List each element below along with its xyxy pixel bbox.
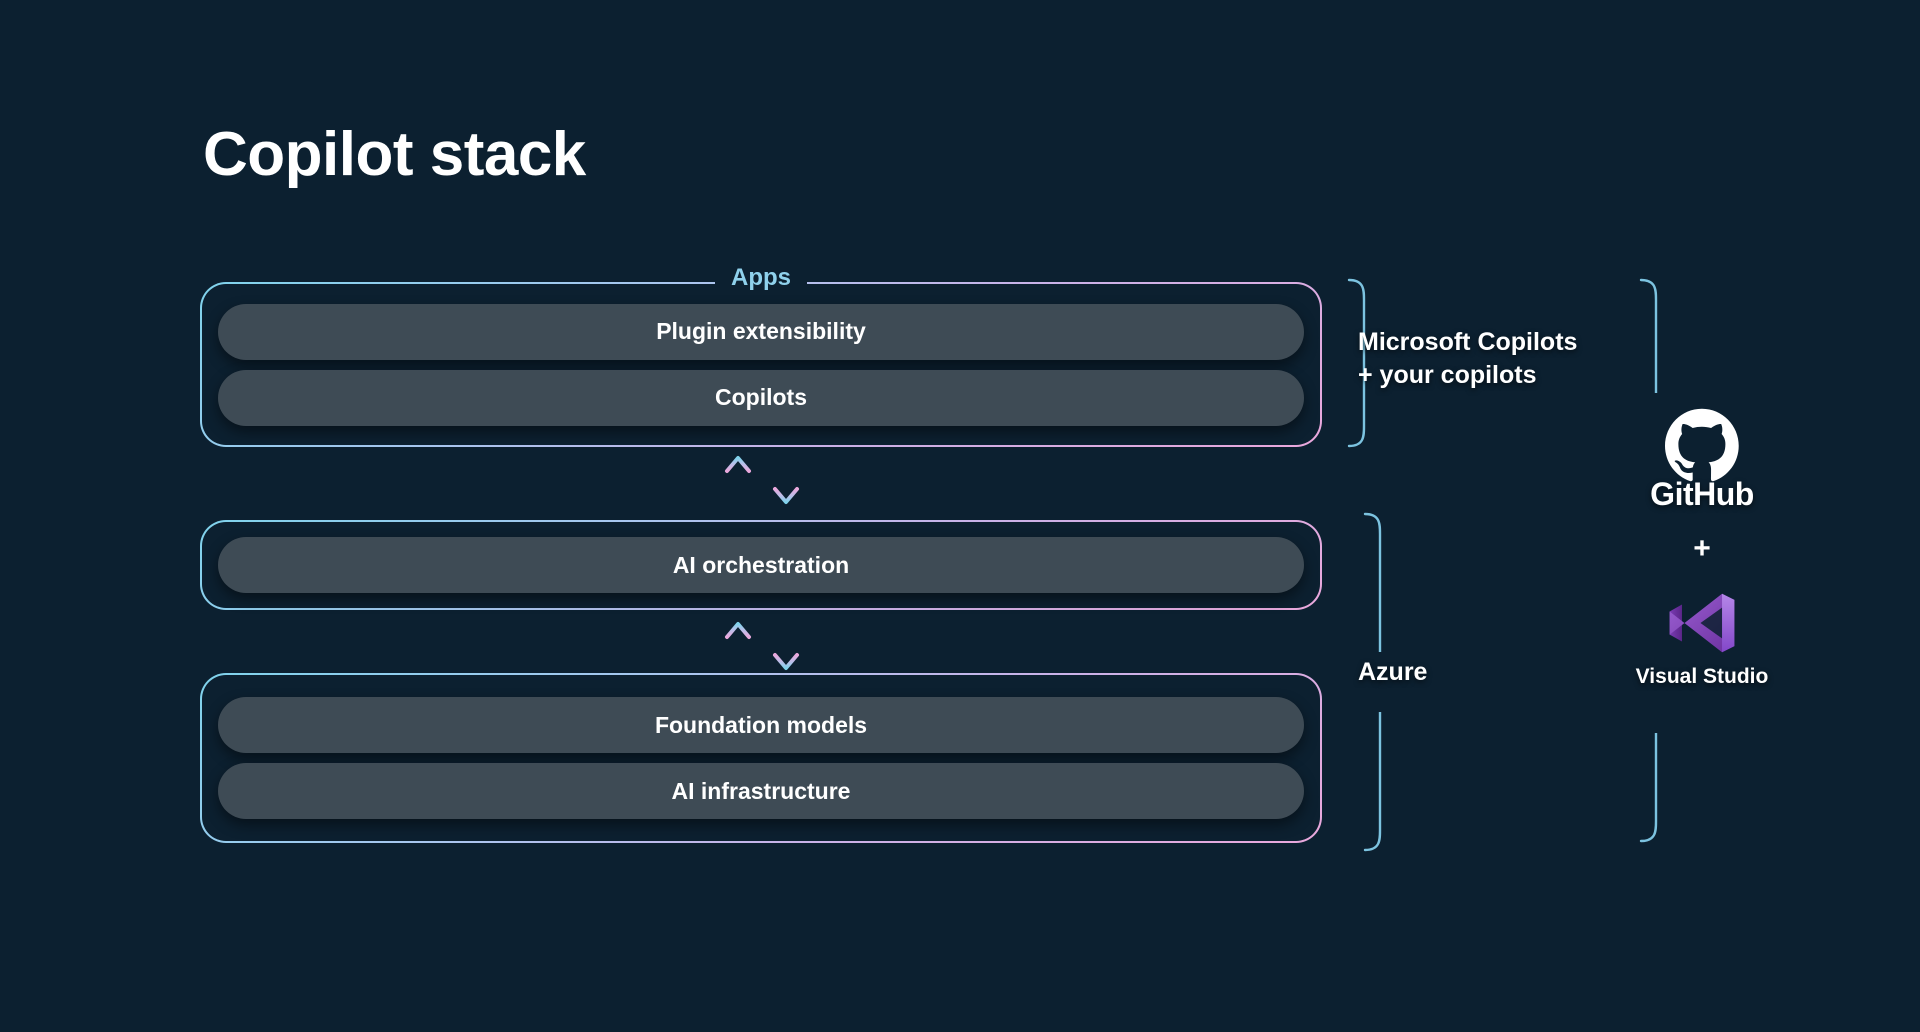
stack-row-copilots[interactable]: Copilots xyxy=(218,369,1304,426)
brace-azure-icon xyxy=(1363,512,1392,852)
stack-row-ai-infrastructure[interactable]: AI infrastructure xyxy=(218,763,1304,819)
connector-apps-to-orchestration xyxy=(712,452,812,508)
connector-orchestration-to-platform xyxy=(712,618,812,674)
visual-studio-infinity-icon[interactable] xyxy=(1665,586,1739,660)
stack-row-foundation-models[interactable]: Foundation models xyxy=(218,697,1304,753)
stack-layer-apps-inner: Plugin extensibility Copilots xyxy=(202,284,1320,445)
stack-layer-orchestration[interactable]: AI orchestration xyxy=(200,520,1322,610)
stack-row-ai-orchestration[interactable]: AI orchestration xyxy=(218,537,1304,593)
visual-studio-wordmark: Visual Studio xyxy=(1635,665,1769,688)
stack-layer-orchestration-inner: AI orchestration xyxy=(202,522,1320,608)
stack-layer-apps[interactable]: Apps Plugin extensibility Copilots xyxy=(200,266,1322,447)
page-title: Copilot stack xyxy=(203,120,586,189)
annotation-copilots-line1: Microsoft Copilots xyxy=(1358,328,1578,356)
brace-copilots-icon xyxy=(1347,278,1366,448)
arrow-down-icon xyxy=(773,621,799,670)
stack-row-plugin-extensibility[interactable]: Plugin extensibility xyxy=(218,303,1304,360)
github-octocat-icon[interactable] xyxy=(1665,408,1739,482)
stack-layer-platform[interactable]: Foundation models AI infrastructure xyxy=(200,673,1322,843)
arrow-up-icon xyxy=(725,456,751,505)
layer-label-apps: Apps xyxy=(715,266,807,290)
annotation-azure: Azure xyxy=(1358,658,1428,686)
stack-layer-platform-inner: Foundation models AI infrastructure xyxy=(202,675,1320,841)
dev-tools-group: GitHub + Visual Studio xyxy=(1586,408,1818,687)
arrow-down-icon xyxy=(773,455,799,504)
annotation-copilots-line2: + your copilots xyxy=(1358,361,1537,389)
dev-tools-plus-separator: + xyxy=(1693,532,1711,565)
arrow-up-icon xyxy=(725,622,751,671)
annotation-microsoft-copilots: Microsoft Copilots + your copilots xyxy=(1358,326,1577,392)
github-wordmark: GitHub xyxy=(1650,476,1754,512)
